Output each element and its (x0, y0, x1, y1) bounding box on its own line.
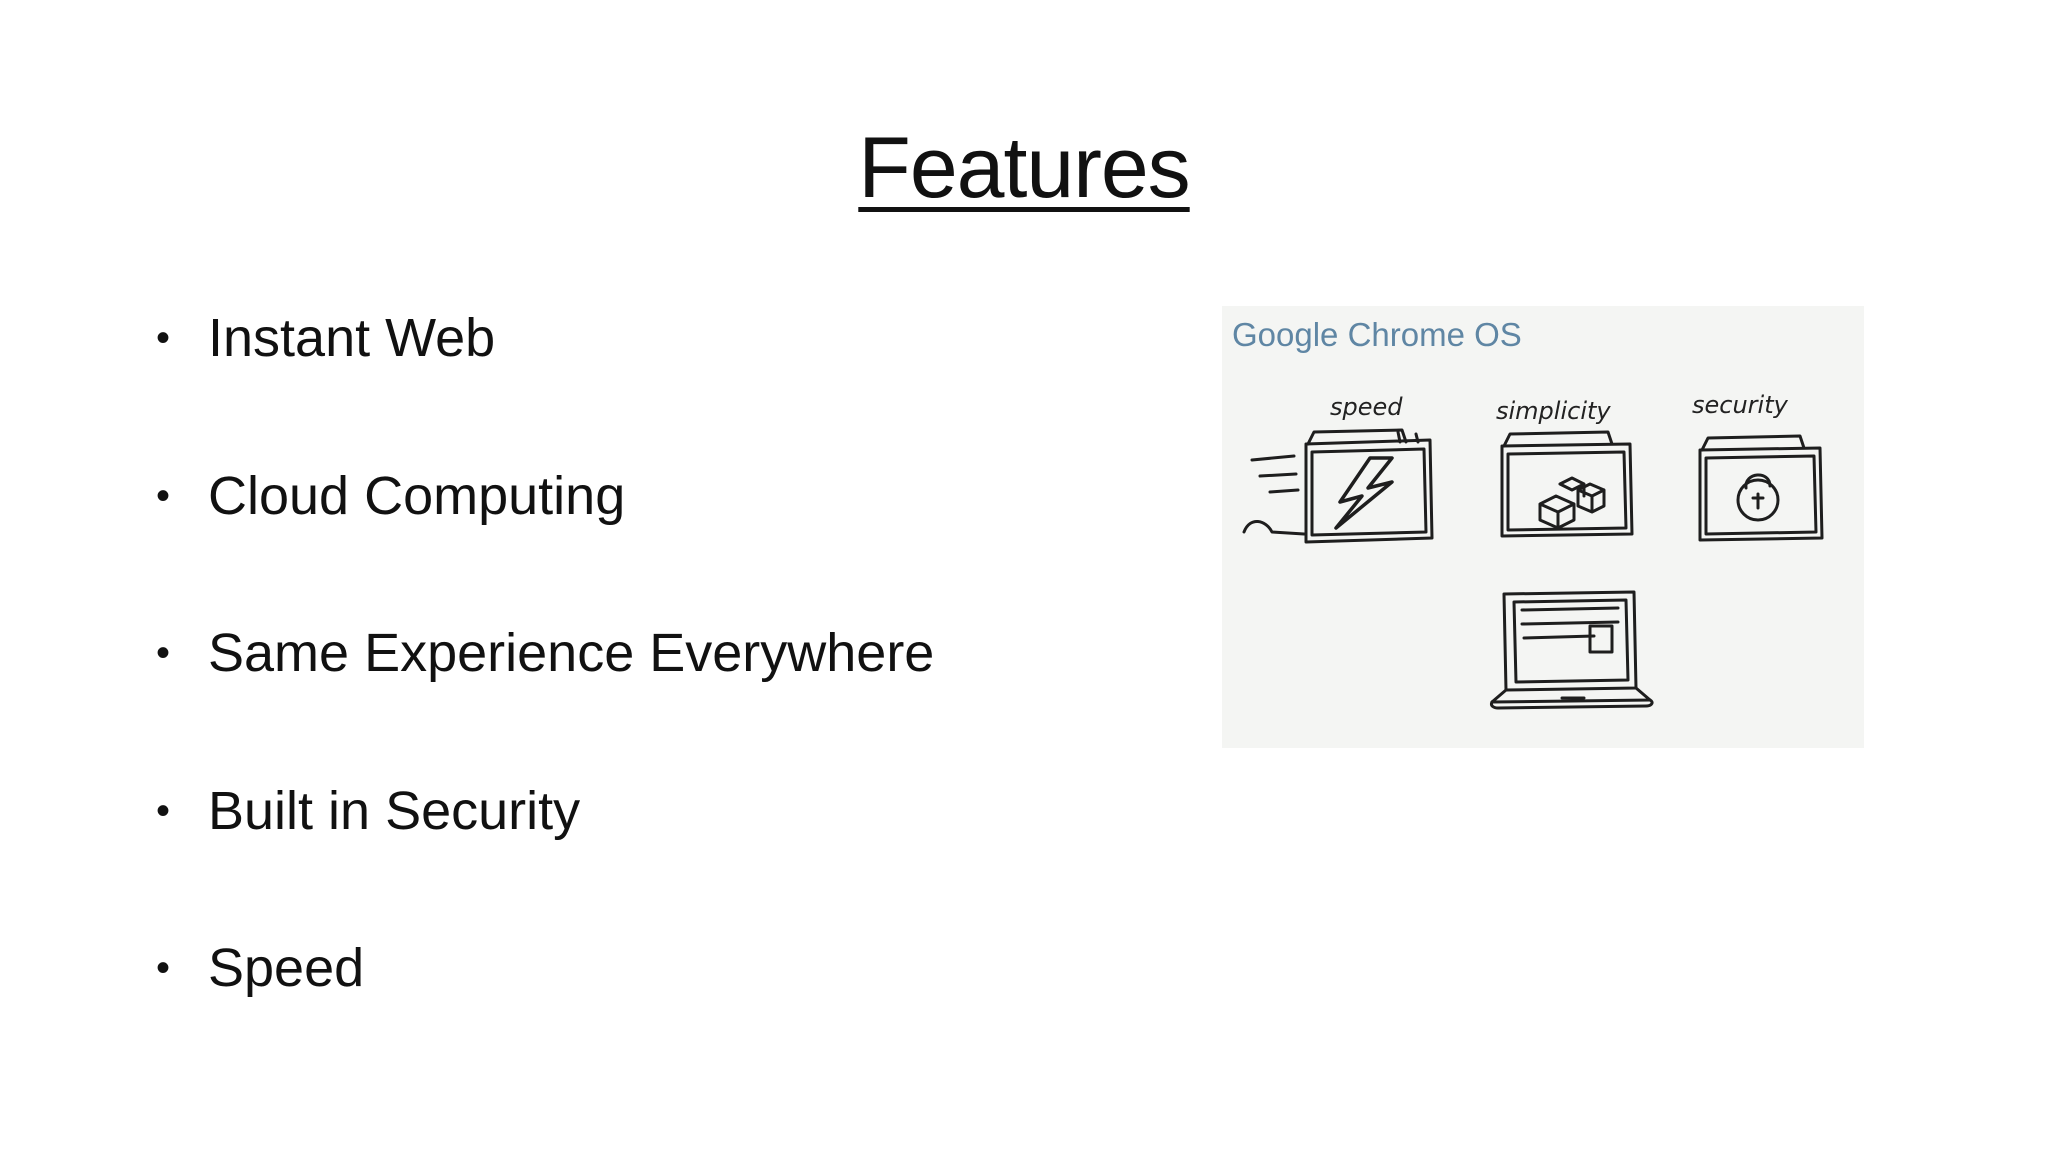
bullet-item: • Built in Security (150, 773, 934, 931)
bullet-text: Built in Security (208, 780, 581, 841)
laptop-icon (1490, 590, 1654, 710)
slide-title-text: Features (858, 120, 1190, 216)
slide-title: Features (0, 118, 2048, 218)
bullet-text: Speed (208, 938, 365, 998)
illustration-title: Google Chrome OS (1232, 316, 1522, 353)
bullet-dot: • (156, 316, 171, 360)
security-label: security (1692, 391, 1788, 419)
bullet-item: • Same Experience Everywhere (150, 615, 934, 773)
bullet-item: • Cloud Computing (150, 458, 934, 616)
padlock-window-icon (1698, 434, 1824, 542)
speed-label: speed (1330, 393, 1403, 421)
simplicity-label: simplicity (1496, 397, 1611, 425)
bullet-item: • Speed (150, 930, 934, 1088)
cubes-window-icon (1500, 430, 1634, 538)
bullet-list: • Instant Web • Cloud Computing • Same E… (150, 300, 934, 1088)
bullet-text: Same Experience Everywhere (208, 623, 935, 683)
bullet-text: Cloud Computing (208, 465, 626, 526)
bullet-dot: • (156, 631, 171, 675)
bullet-dot: • (156, 946, 171, 990)
chrome-os-illustration: Google Chrome OS speed simplicity securi… (1222, 306, 1864, 748)
lightning-window-icon (1242, 428, 1434, 544)
bullet-text: Instant Web (208, 308, 496, 368)
sketch-drawing (1242, 428, 1824, 710)
bullet-dot: • (156, 788, 171, 833)
bullet-item: • Instant Web (150, 300, 934, 458)
bullet-dot: • (156, 473, 171, 518)
